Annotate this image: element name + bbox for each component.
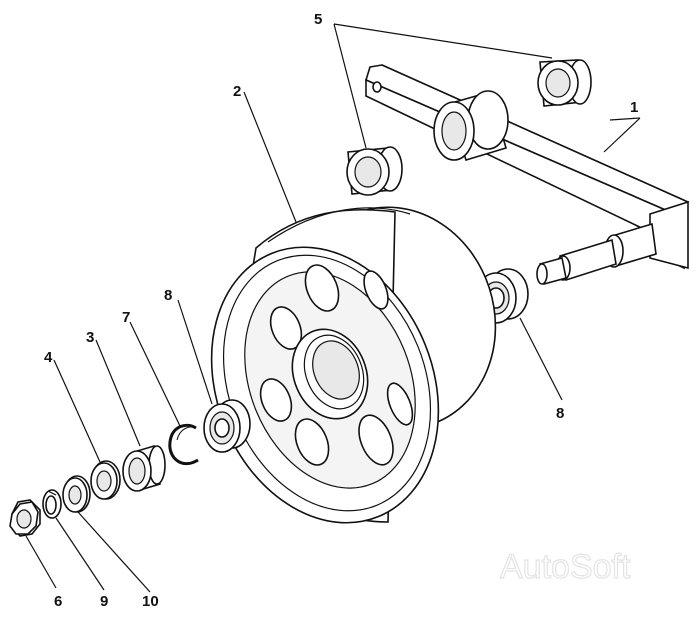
callout-4: 4 bbox=[44, 349, 53, 366]
part-7-snap-ring bbox=[168, 423, 199, 466]
watermark-text: AutoSoft bbox=[500, 548, 631, 586]
part-5-bushing-middle bbox=[346, 146, 403, 196]
callout-10: 10 bbox=[142, 593, 159, 610]
part-3-spacer bbox=[122, 444, 166, 492]
callout-8-right: 8 bbox=[556, 405, 564, 422]
part-5-bushing-upper bbox=[537, 59, 592, 107]
leader-lines bbox=[25, 23, 641, 593]
callout-3: 3 bbox=[86, 329, 94, 346]
part-6-hex-nut bbox=[9, 499, 41, 537]
part-5-bushing-mounted bbox=[433, 90, 509, 161]
callout-1: 1 bbox=[630, 99, 638, 116]
callout-9: 9 bbox=[100, 593, 108, 610]
callout-8-upper: 8 bbox=[164, 287, 172, 304]
callout-labels: 1 2 5 8 8 7 3 4 6 9 10 bbox=[44, 11, 638, 610]
part-10-washer bbox=[62, 475, 91, 513]
callout-7: 7 bbox=[122, 309, 130, 326]
part-4-washer bbox=[90, 460, 121, 500]
part-2-wheel bbox=[210, 206, 497, 524]
part-8-bearing-left bbox=[203, 399, 251, 453]
callout-6: 6 bbox=[54, 593, 62, 610]
callout-2: 2 bbox=[233, 83, 241, 100]
part-9-lock-washer bbox=[42, 489, 62, 519]
callout-5: 5 bbox=[314, 11, 322, 28]
